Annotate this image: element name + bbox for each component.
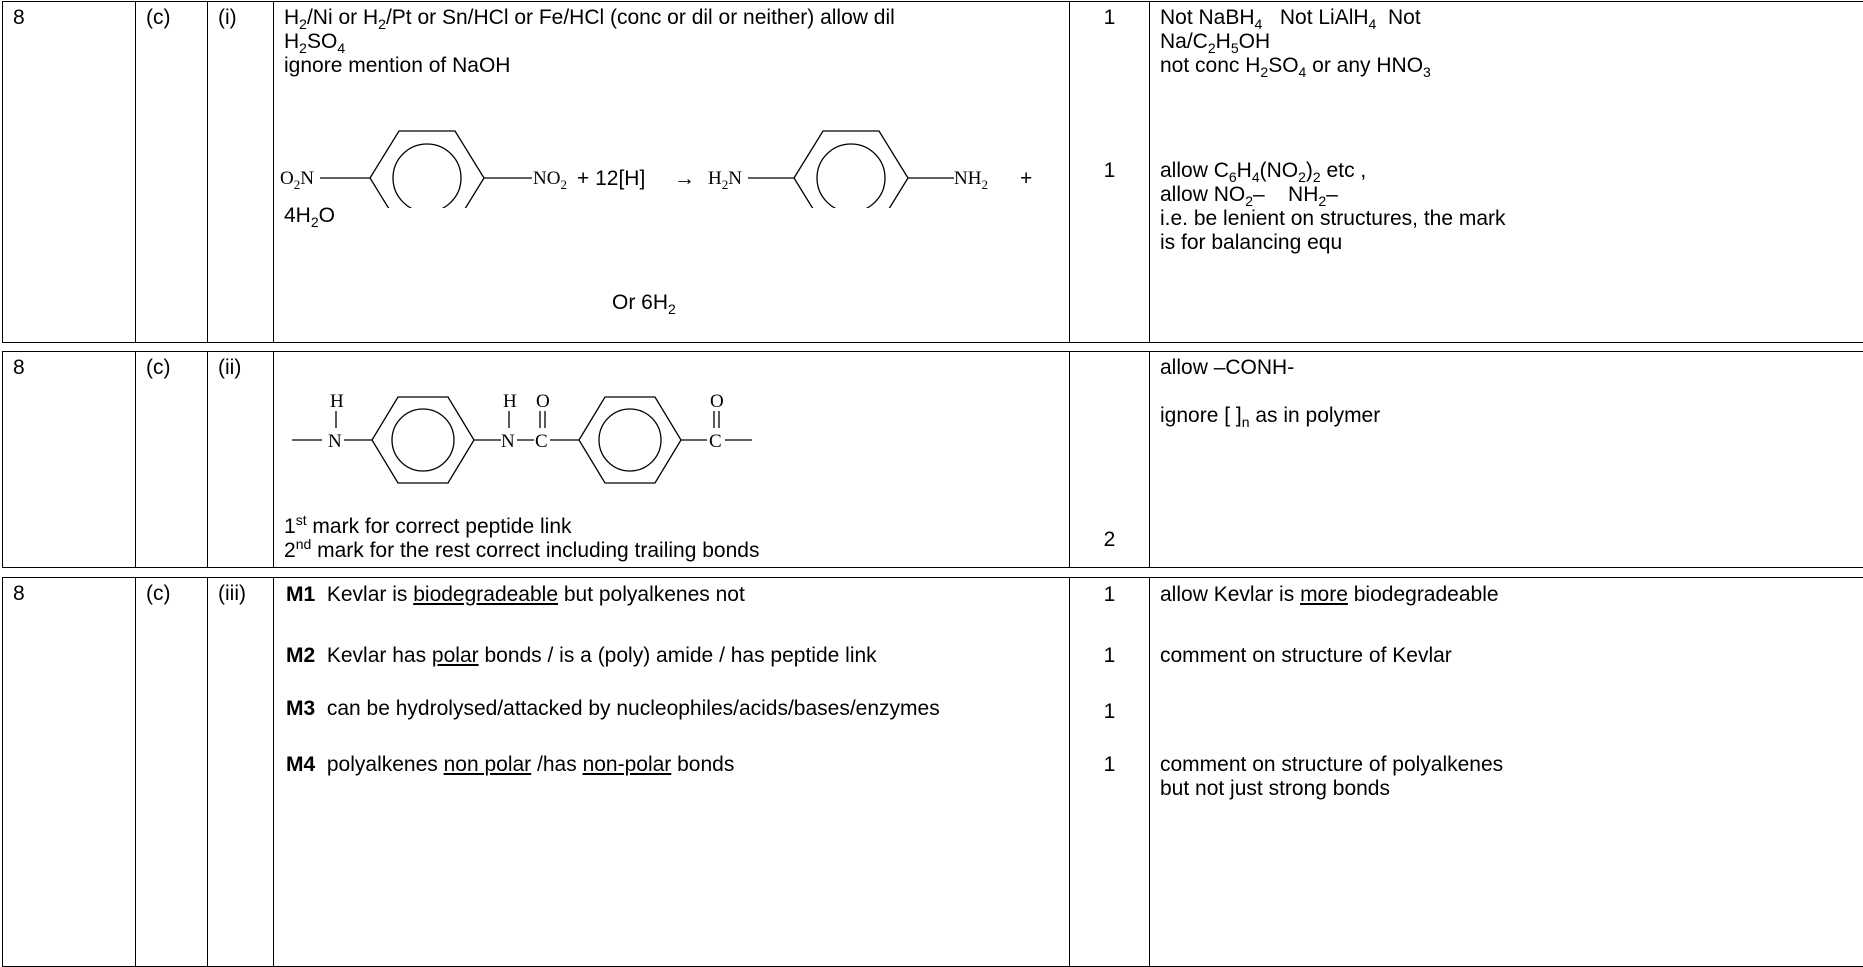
svg-text:N: N: [328, 431, 342, 452]
svg-text:+ 12[H]: + 12[H]: [577, 167, 645, 190]
benzene-ring: [794, 131, 908, 208]
note-line: i.e. be lenient on structures, the mark: [1160, 207, 1506, 231]
question-subpart: (i): [208, 2, 274, 343]
mark-value: 1: [1070, 753, 1149, 777]
answer-cell: H N H N O C O: [274, 352, 1070, 568]
answer-row-8c-ii: 8 (c) (ii) H N H N O C: [2, 351, 1863, 568]
svg-text:+: +: [1020, 167, 1032, 190]
product-left-substituent: H2N: [708, 168, 742, 192]
alternative-reagent: Or 6H2: [612, 291, 676, 315]
svg-text:H: H: [503, 391, 517, 412]
svg-text:O: O: [536, 391, 550, 412]
criterion-m3: M3 can be hydrolysed/attacked by nucleop…: [286, 697, 940, 721]
svg-text:C: C: [535, 431, 548, 452]
kevlar-repeat-unit: H N H N O C O: [274, 352, 1070, 502]
svg-text:C: C: [709, 431, 722, 452]
note-line: allow –CONH-: [1160, 356, 1863, 380]
question-number: 8: [3, 352, 136, 568]
note-line: comment on structure of Kevlar: [1160, 644, 1452, 668]
mark-value: 1: [1070, 159, 1149, 183]
answer-line: H2/Ni or H2/Pt or Sn/HCl or Fe/HCl (conc…: [284, 6, 1069, 30]
marking-criterion: 2nd mark for the rest correct including …: [284, 539, 759, 563]
right-substituent: NO2: [533, 168, 567, 192]
notes-cell: allow –CONH- ignore [ ]n as in polymer: [1150, 352, 1863, 568]
benzene-ring: [372, 397, 474, 483]
note-line: allow Kevlar is more biodegradeable: [1160, 583, 1499, 607]
notes-cell: Not NaBH4 Not LiAlH4 Not Na/C2H5OH not c…: [1150, 2, 1863, 343]
answer-cell: H2/Ni or H2/Pt or Sn/HCl or Fe/HCl (conc…: [274, 2, 1070, 343]
question-part: (c): [136, 578, 208, 967]
marks-cell: 1 1 1 1: [1070, 578, 1150, 967]
criterion-m4: M4 polyalkenes non polar /has non-polar …: [286, 753, 734, 777]
answer-line: ignore mention of NaOH: [284, 54, 1069, 78]
marks-cell: 1 1: [1070, 2, 1150, 343]
mark-value: 1: [1070, 644, 1149, 668]
question-number: 8: [3, 578, 136, 967]
question-number: 8: [3, 2, 136, 343]
criterion-m1: M1 Kevlar is biodegradeable but polyalke…: [286, 583, 745, 607]
note-line: not conc H2SO4 or any HNO3: [1160, 54, 1863, 78]
benzene-ring: [579, 397, 681, 483]
note-line: Na/C2H5OH: [1160, 30, 1863, 54]
note-line: allow C6H4(NO2)2 etc ,: [1160, 159, 1506, 183]
svg-text:H: H: [330, 391, 344, 412]
water-product: 4H2O: [284, 204, 335, 228]
answer-row-8c-i: 8 (c) (i) H2/Ni or H2/Pt or Sn/HCl or Fe…: [2, 1, 1863, 343]
answer-line: H2SO4: [284, 30, 1069, 54]
nitro-reduction-equation: O2N NO2 + 12[H] → H2N NH2 +: [274, 98, 1070, 208]
note-line: but not just strong bonds: [1160, 777, 1390, 801]
benzene-ring: [370, 131, 484, 208]
question-subpart: (iii): [208, 578, 274, 967]
mark-value: 1: [1070, 6, 1149, 30]
note-line: Not NaBH4 Not LiAlH4 Not: [1160, 6, 1863, 30]
svg-text:→: →: [674, 167, 695, 190]
question-part: (c): [136, 352, 208, 568]
mark-value: 1: [1070, 700, 1149, 724]
question-part: (c): [136, 2, 208, 343]
answer-row-8c-iii: 8 (c) (iii) M1 Kevlar is biodegradeable …: [2, 577, 1863, 967]
notes-cell: allow Kevlar is more biodegradeable comm…: [1150, 578, 1863, 967]
criterion-m2: M2 Kevlar has polar bonds / is a (poly) …: [286, 644, 877, 668]
note-line: comment on structure of polyalkenes: [1160, 753, 1503, 777]
marking-criterion: 1st mark for correct peptide link: [284, 515, 759, 539]
svg-text:N: N: [501, 431, 515, 452]
question-subpart: (ii): [208, 352, 274, 568]
mark-value: 2: [1070, 528, 1149, 552]
left-substituent: O2N: [280, 168, 314, 192]
marks-cell: 2: [1070, 352, 1150, 568]
answer-cell: M1 Kevlar is biodegradeable but polyalke…: [274, 578, 1070, 967]
note-line: allow NO2– NH2–: [1160, 183, 1506, 207]
note-line: ignore [ ]n as in polymer: [1160, 404, 1863, 428]
svg-text:O: O: [710, 391, 724, 412]
mark-value: 1: [1070, 583, 1149, 607]
note-line: is for balancing equ: [1160, 231, 1506, 255]
product-right-substituent: NH2: [954, 168, 988, 192]
